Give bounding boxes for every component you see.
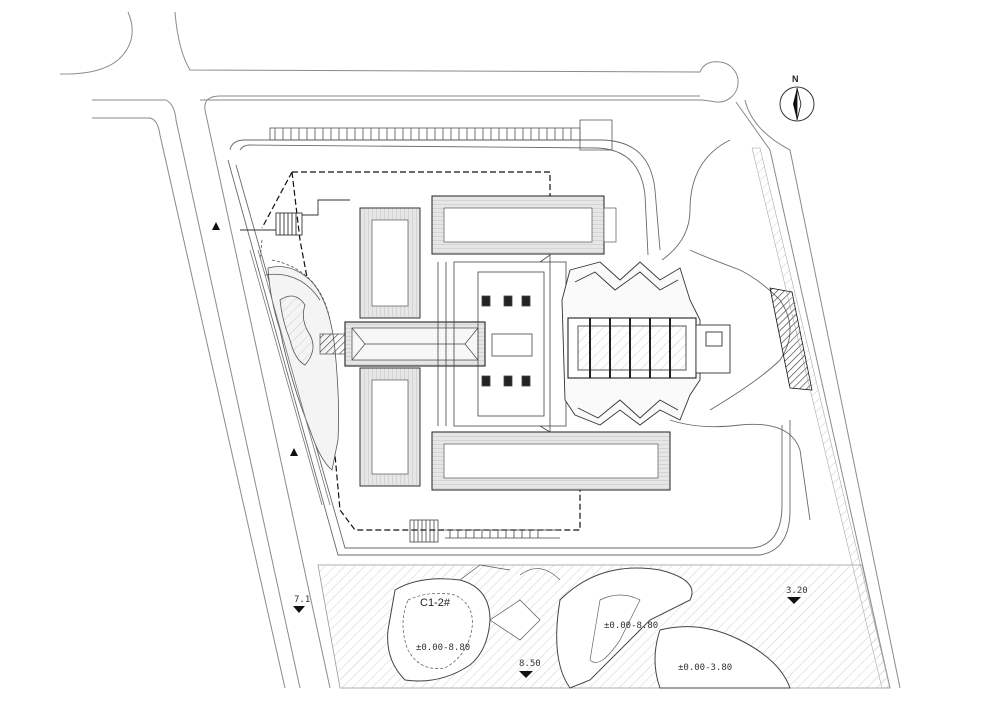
west-garden [249,239,339,506]
future-zone [317,564,891,689]
north-arrow-icon [779,86,815,122]
level-note: ±0.00-8.80 [416,643,470,653]
building-north-east [431,195,617,255]
svg-text:7.1: 7.1 [294,595,310,605]
building-west-south [359,367,421,487]
svg-text:8.50: 8.50 [519,659,541,669]
level-note: ±0.00-8.80 [604,621,658,631]
south-service [409,519,560,543]
svg-text:3.20: 3.20 [786,586,808,596]
entry-arrow-icon [212,222,220,230]
elevation-marker: 8.50 [519,659,541,678]
courtyard [437,254,567,433]
site-boundary [227,139,811,556]
building-west-north [359,207,421,319]
level-note: ±0.00-3.80 [678,663,732,673]
north-label: N [792,74,799,84]
entry-arrow-icon [290,448,298,456]
building-central-bar [319,321,486,367]
road-network [59,11,901,689]
elevation-marker: 7.1 [293,595,310,613]
east-auditorium [561,261,731,426]
building-south-east [431,431,671,491]
parking-strip [269,119,613,151]
building-label: C1-2# [420,597,451,609]
elevation-marker: 3.20 [786,586,808,604]
west-entrance [240,199,350,236]
